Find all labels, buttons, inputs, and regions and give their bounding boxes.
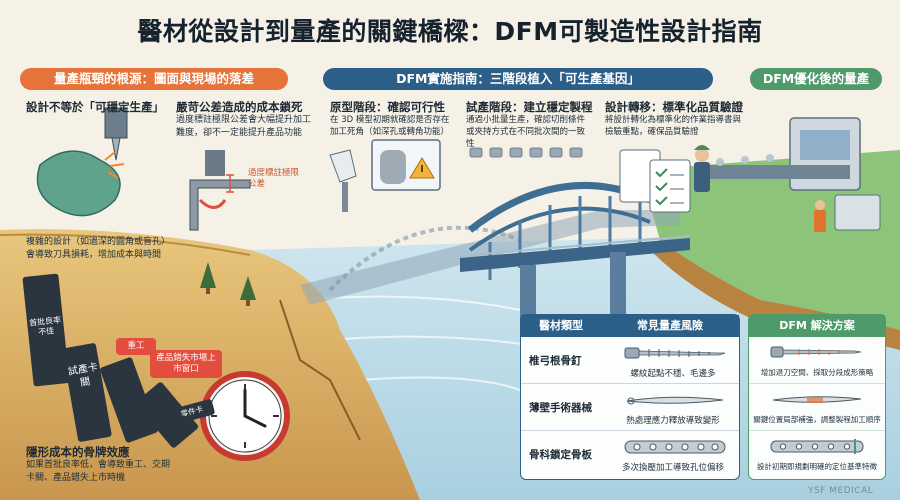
right-green-land [640, 150, 900, 330]
improved-screw-icon [770, 346, 862, 358]
section-banner-bottleneck: 量產瓶頸的根源：圖面與現場的落差 [20, 68, 288, 90]
reference-plate-icon [770, 439, 864, 454]
text-domino-effect: 如果首批良率低，會導致重工、交期卡關、產品錯失上市時機 [26, 460, 171, 483]
solution-text: 設計初期即規劃明確的定位基準特徵 [757, 462, 877, 471]
table-row: 椎弓根骨釘 螺紋起點不穩、毛邊多 [521, 337, 739, 384]
table-row: 骨科鎖定骨板 多次換壓加工導致孔位偏移 [521, 431, 739, 479]
column-header-risk: 常見量產風險 [637, 319, 703, 332]
tag-rework: 重工 [116, 338, 156, 355]
parts-row-icon [469, 147, 583, 158]
domino-label: 試產卡關 [67, 361, 99, 389]
solution-item: 增加退刀空間、採取分段成形策略 [749, 337, 885, 384]
heading-tolerance-cost: 嚴苛公差造成的成本鎖死 [176, 100, 303, 114]
thin-instrument-icon [626, 396, 724, 405]
solution-text: 增加退刀空間、採取分段成形策略 [760, 368, 874, 377]
text-phase-pilot: 通過小批量生產，確認切削條件或夾持方式在不同批次間的一致性 [466, 115, 586, 149]
risk-table: 醫材類型 常見量產風險 椎弓根骨釘 螺紋起點不穩、毛邊多 薄壁手術器械 熱處理應 [520, 314, 740, 480]
reinforced-instrument-icon [772, 396, 862, 403]
section-banner-mass-production: DFM優化後的量產 [750, 68, 882, 90]
dfm-solution-header: DFM 解決方案 [749, 315, 885, 337]
row-type: 薄壁手術器械 [529, 402, 592, 414]
row-risk: 多次換壓加工導致孔位偏移 [621, 463, 724, 473]
solution-item: 設計初期即規劃明確的定位基準特徵 [749, 431, 885, 479]
text-complex-design: 複雜的設計（如過深的圓角或盲孔）會導致刀具損耗，增加成本與時間 [26, 237, 171, 260]
watermark-logo: YSF MEDICAL [808, 486, 874, 496]
checklist-icon [619, 149, 691, 213]
row-type: 椎弓根骨釘 [529, 355, 582, 367]
note-over-tolerance: 過度標註極限公差 [248, 168, 300, 189]
worker-figure [694, 145, 826, 232]
pedicle-screw-icon [624, 347, 726, 359]
text-phase-transfer: 將設計轉化為標準化的作業指導書與檢驗重點，確保品質驗證 [605, 115, 742, 137]
factory-machine [700, 117, 881, 231]
column-header-type: 醫材類型 [539, 319, 583, 332]
clock-icon [200, 371, 290, 461]
row-type: 骨科鎖定骨板 [529, 449, 592, 461]
heading-design-not-stable: 設計不等於「可穩定生產」 [26, 100, 164, 114]
cliff-crack [279, 299, 361, 441]
solution-item: 關鍵位置局部補強，調整製程加工順序 [749, 384, 885, 431]
text-tolerance-cost: 過度標註極限公差會大幅提升加工難度，卻不一定能提升產品功能 [176, 115, 312, 138]
risk-table-header: 醫材類型 常見量產風險 [521, 315, 739, 337]
monitor-warning-icon [329, 139, 441, 212]
heading-phase-prototype: 原型階段：確認可行性 [330, 100, 445, 114]
dfm-solution-box: DFM 解決方案 增加退刀空間、採取分段成形策略 關鍵位置局部補強，調整製程加工… [748, 314, 886, 480]
tag-missed-market: 產品錯失市場上市窗口 [150, 350, 222, 378]
text-phase-prototype: 在 3D 模型初期就確認是否存在加工死角（如深孔或轉角功能） [330, 115, 450, 137]
locking-plate-icon [624, 440, 726, 454]
row-risk: 熱處理應力釋放導致變形 [626, 416, 720, 426]
heading-phase-pilot: 試產階段：建立穩定製程 [466, 100, 593, 114]
tree-icon [200, 262, 256, 306]
heading-phase-transfer: 設計轉移：標準化品質驗證 [605, 100, 743, 114]
section-banner-dfm-guide: DFM實施指南：三階段植入「可生產基因」 [323, 68, 713, 90]
caliper-illustration [189, 150, 251, 231]
row-risk: 螺紋起點不穩、毛邊多 [630, 369, 716, 379]
domino-label: 首批良率不佳 [28, 315, 62, 337]
heading-domino-effect: 隱形成本的骨牌效應 [26, 445, 130, 459]
page-title: 醫材從設計到量產的關鍵橋樑：DFM可製造性設計指南 [137, 17, 763, 46]
cnc-tool-illustration [36, 107, 128, 217]
bridge-illustration [300, 182, 691, 335]
solution-text: 關鍵位置局部補強，調整製程加工順序 [753, 415, 881, 424]
table-row: 薄壁手術器械 熱處理應力釋放導致變形 [521, 384, 739, 431]
